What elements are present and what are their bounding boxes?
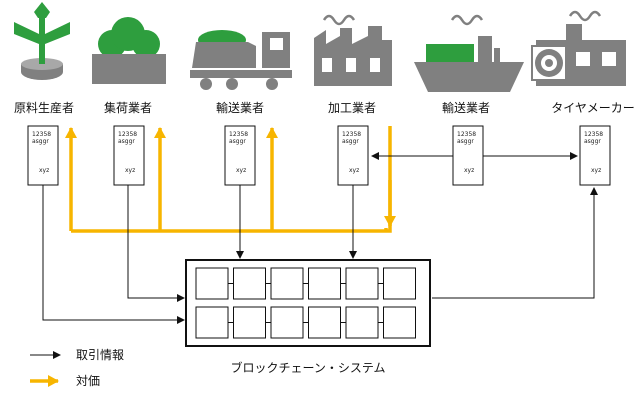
chain-block [195, 267, 229, 300]
chain-block [308, 306, 341, 339]
blockchain-blocks [195, 267, 416, 339]
payment-flow [65, 126, 396, 233]
legend-info-label: 取引情報 [76, 348, 124, 362]
svg-text:12358: 12358 [457, 131, 476, 138]
document-collector: 12358 asggr xyz [113, 125, 145, 186]
actor-label-collector: 集荷業者 [104, 100, 152, 115]
actor-label-producer: 原料生産者 [14, 100, 74, 115]
legend-payment-label: 対価 [76, 374, 100, 388]
chain-block [270, 267, 304, 300]
svg-text:asggr: asggr [584, 138, 601, 145]
svg-text:xyz: xyz [591, 167, 601, 174]
chain-block [345, 267, 379, 300]
chain-block [345, 306, 379, 339]
document-shipper1: 12358 asggr xyz [224, 125, 256, 186]
ship-icon [414, 14, 524, 92]
svg-text:12358: 12358 [118, 131, 137, 138]
actor-label-tiremaker: タイヤメーカー [551, 101, 634, 115]
document-shipper2: 12358 asggr xyz [452, 125, 484, 186]
factory-icon [314, 14, 392, 86]
document-processor: 12358 asggr xyz [337, 125, 369, 186]
svg-text:xyz: xyz [39, 167, 49, 174]
document-tiremaker: 12358 asggr xyz [579, 125, 611, 186]
svg-text:asggr: asggr [229, 138, 246, 145]
blockchain-system [185, 259, 431, 347]
crop-bin-icon [92, 17, 166, 84]
svg-text:12358: 12358 [229, 131, 248, 138]
svg-text:xyz: xyz [236, 167, 246, 174]
legend: 取引情報 対価 [30, 348, 124, 388]
actor-label-shipper1: 輸送業者 [216, 100, 264, 115]
chain-block [383, 306, 416, 339]
chain-block [270, 306, 304, 339]
blockchain-label: ブロックチェーン・システム [230, 360, 385, 375]
document-producer: 12358 asggr xyz [27, 125, 59, 186]
svg-text:asggr: asggr [32, 138, 49, 145]
svg-text:12358: 12358 [32, 131, 51, 138]
plant-icon [14, 2, 70, 80]
chain-block [233, 306, 266, 339]
svg-text:xyz: xyz [125, 167, 135, 174]
svg-text:12358: 12358 [342, 131, 361, 138]
actor-label-shipper2: 輸送業者 [442, 100, 490, 115]
svg-text:xyz: xyz [349, 167, 359, 174]
info-flow [42, 152, 598, 324]
actor-label-processor: 加工業者 [328, 101, 376, 115]
svg-text:asggr: asggr [342, 138, 359, 145]
chain-block [383, 267, 416, 300]
chain-block [308, 267, 341, 300]
svg-text:asggr: asggr [457, 138, 474, 145]
truck-icon [190, 30, 292, 90]
svg-text:xyz: xyz [464, 167, 474, 174]
chain-block [195, 306, 229, 339]
tire-factory-icon [531, 10, 626, 86]
chain-block [233, 267, 266, 300]
svg-text:asggr: asggr [118, 138, 135, 145]
svg-text:12358: 12358 [584, 131, 603, 138]
